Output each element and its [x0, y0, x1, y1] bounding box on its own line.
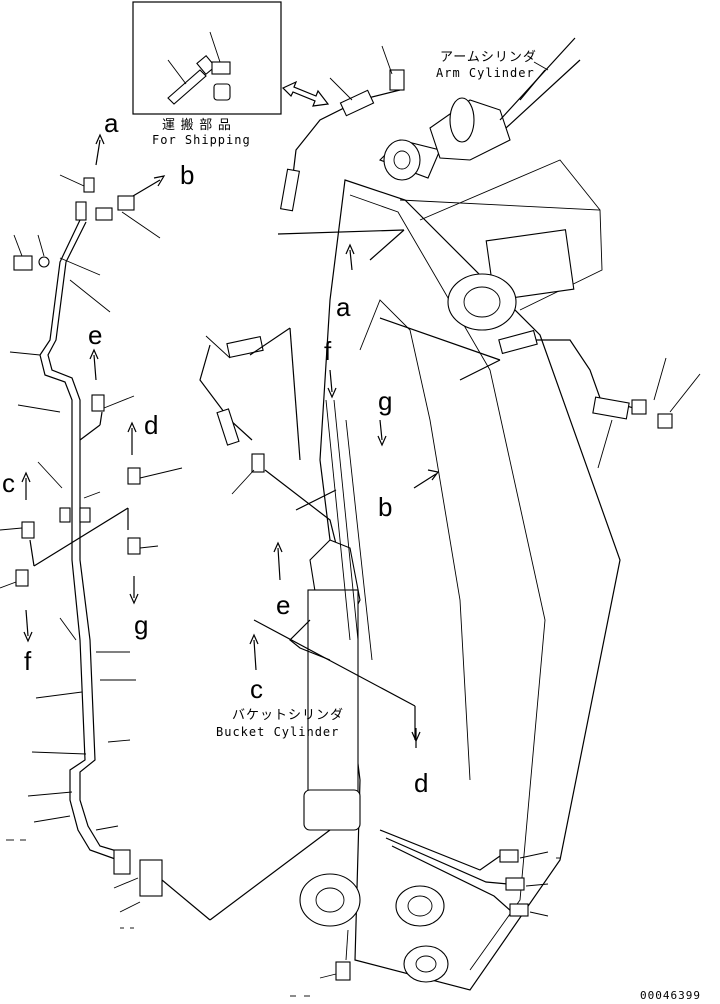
shipping-label-jp: 運 搬 部 品	[162, 117, 232, 132]
shipping-parts-box	[132, 1, 282, 115]
callout-g-left: g	[134, 610, 149, 640]
callout-a-boom: a	[336, 292, 351, 322]
callout-b-top: b	[180, 160, 195, 190]
callout-a-top: a	[104, 108, 119, 138]
arm-cylinder-label-jp: アームシリンダ	[440, 49, 537, 64]
bucket-cylinder-label-en: Bucket Cylinder	[216, 725, 340, 739]
callout-d-boom: d	[414, 768, 429, 798]
callout-c-boom: c	[250, 674, 263, 704]
callout-f-boom: f	[324, 336, 332, 366]
shipping-hose-fitting	[167, 31, 231, 105]
left-hose-assembly	[0, 133, 331, 929]
callout-b-boom: b	[378, 492, 393, 522]
callout-d-left: d	[144, 410, 159, 440]
callout-f-left: f	[24, 646, 32, 676]
shipping-label-en: For Shipping	[152, 133, 251, 147]
shipping-double-arrow	[281, 80, 330, 107]
callout-c-left: c	[2, 468, 15, 498]
callout-g-boom: g	[378, 386, 393, 416]
callout-e-left: e	[88, 320, 103, 350]
callout-e-boom: e	[276, 590, 291, 620]
drawing-number: 00046399	[640, 989, 701, 1002]
bucket-cylinder-label-jp: バケットシリンダ	[232, 707, 345, 722]
arm-cylinder-label-en: Arm Cylinder	[436, 66, 535, 80]
boom-structure	[199, 37, 701, 997]
